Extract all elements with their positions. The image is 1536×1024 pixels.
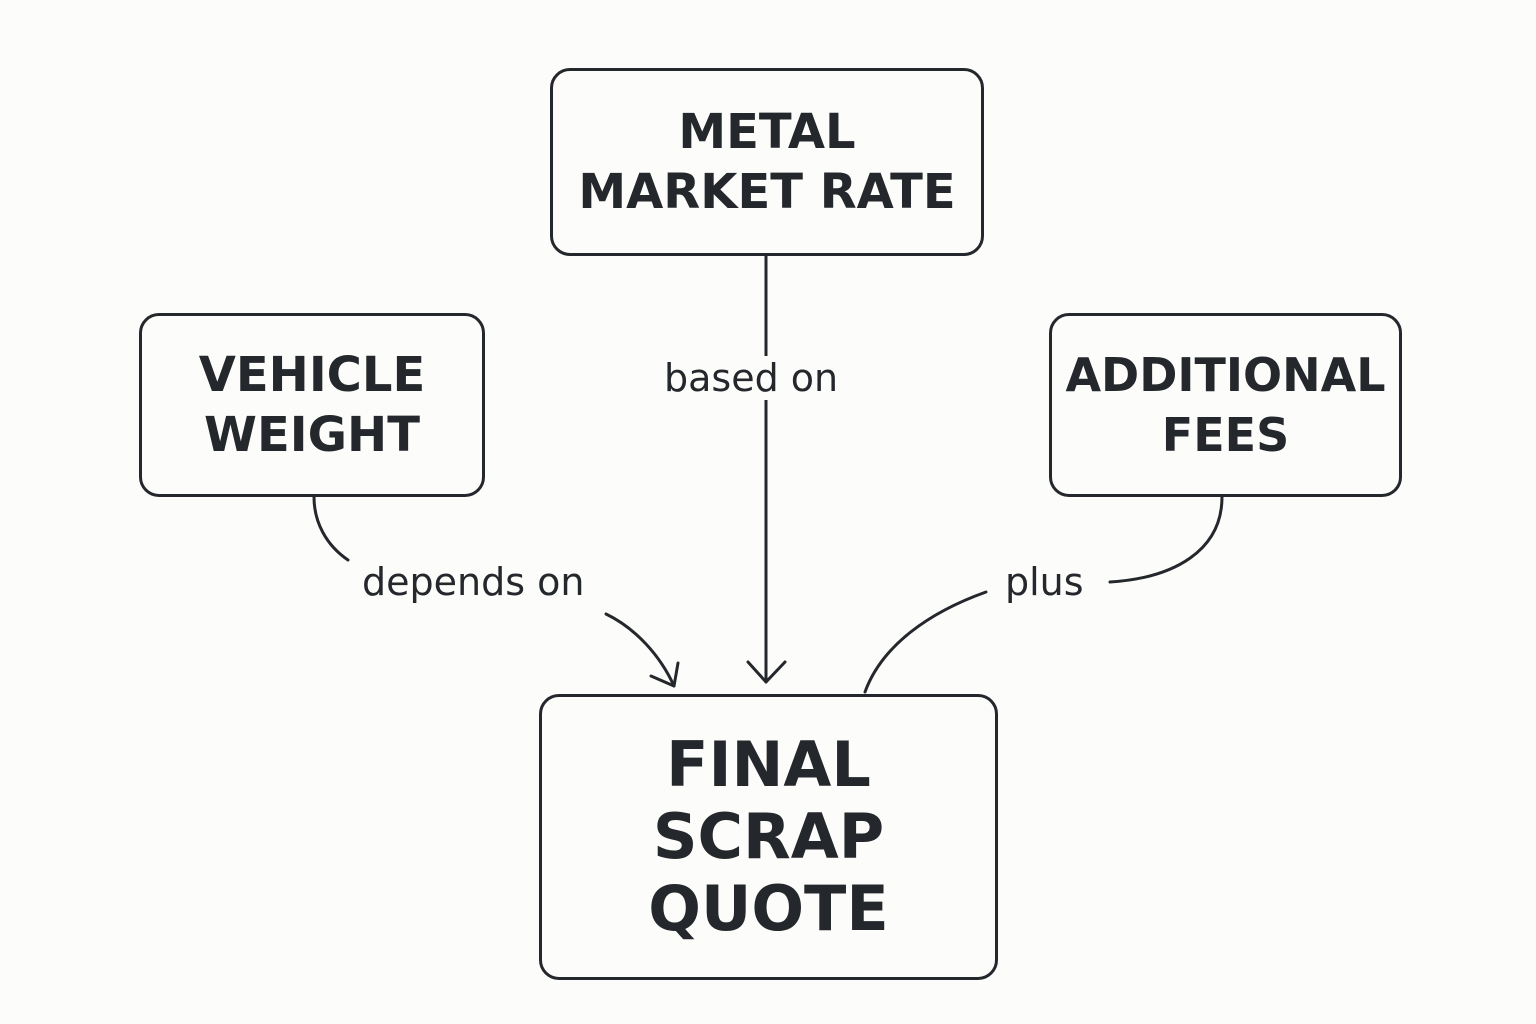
connector-depends-on-upper — [312, 495, 350, 562]
node-label-line: ADDITIONAL — [1065, 348, 1386, 402]
connector-plus-lower — [863, 590, 988, 694]
node-label-line: FEES — [1161, 408, 1290, 462]
node-label-line: MARKET RATE — [578, 164, 956, 220]
edge-label-plus: plus — [1001, 560, 1088, 604]
node-label-line: WEIGHT — [204, 407, 420, 463]
node-label-line: SCRAP — [652, 800, 885, 873]
arrowhead-depends-on — [649, 661, 680, 688]
edge-label-depends-on: depends on — [358, 560, 589, 604]
additional-fees-node: ADDITIONAL FEES — [1049, 313, 1402, 497]
vehicle-weight-node: VEHICLE WEIGHT — [139, 313, 485, 497]
connector-depends-on-lower — [604, 612, 676, 688]
node-label-line: FINAL — [666, 728, 871, 801]
node-label-line: QUOTE — [648, 872, 889, 945]
final-scrap-quote-node: FINAL SCRAP QUOTE — [539, 694, 998, 980]
node-label-line: METAL — [678, 104, 856, 160]
node-label-line: VEHICLE — [198, 347, 426, 403]
arrowhead-based-on — [746, 660, 787, 684]
edge-label-based-on: based on — [660, 356, 843, 400]
connector-plus-upper — [1108, 495, 1224, 584]
metal-market-rate-node: METAL MARKET RATE — [550, 68, 984, 256]
